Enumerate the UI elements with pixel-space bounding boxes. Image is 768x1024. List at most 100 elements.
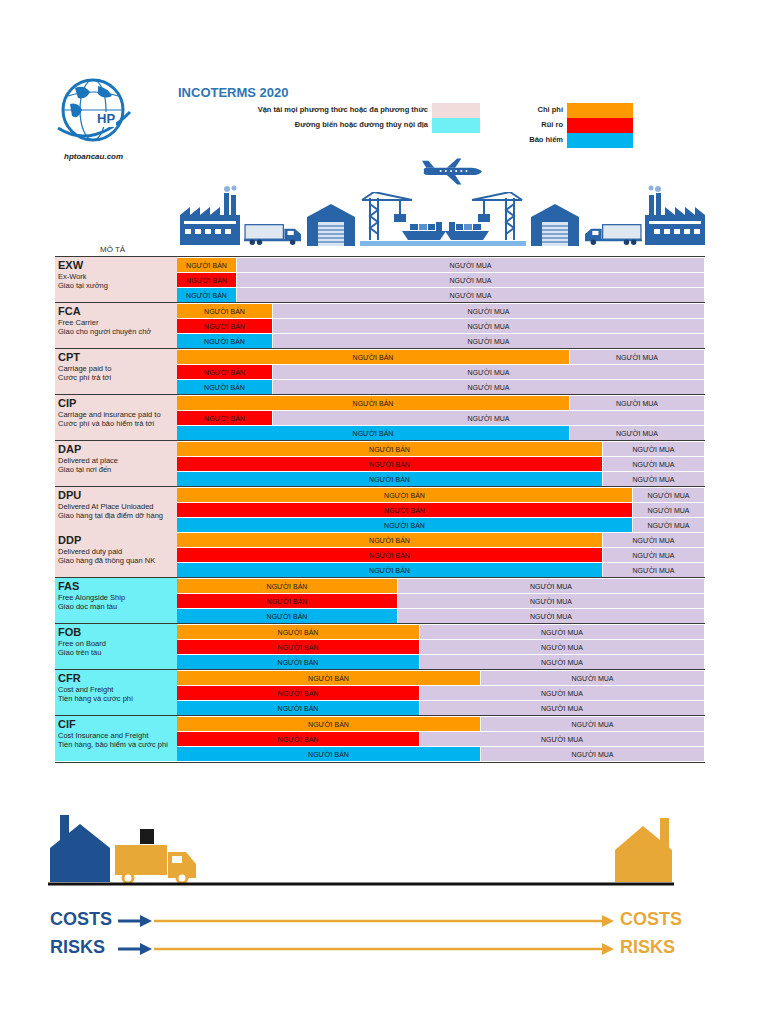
seller-risk-bar: NGƯỜI BÁN [177,640,420,654]
seller-risk-bar: NGƯỜI BÁN [177,411,273,425]
party-label: NGƯỜI MUA [468,414,510,423]
party-label: NGƯỜI MUA [450,291,492,300]
seller-insurance-bar: NGƯỜI BÁN [177,426,570,440]
seller-risk-bar: NGƯỜI BÁN [177,319,273,333]
party-label: NGƯỜI MUA [468,368,510,377]
term-code: CIP [58,397,174,410]
chart-title: INCOTERMS 2020 [178,85,289,100]
party-label: NGƯỜI BÁN [186,261,227,270]
party-label: NGƯỜI BÁN [384,506,425,515]
term-name-vi: Cước phí trả tới [58,373,174,382]
party-label: NGƯỜI MUA [450,276,492,285]
buyer-insurance-bar: NGƯỜI MUA [633,518,705,532]
seller-insurance-bar: NGƯỜI BÁN [177,563,603,577]
legend-text: Đường biển hoặc đường thủy nội địa [200,120,428,130]
term-code: DDP [58,534,174,547]
term-name-en: Delivered duty paid [58,547,174,556]
party-label: NGƯỜI MUA [616,399,658,408]
costs-end: COSTS [620,909,682,930]
seller-risk-bar: NGƯỜI BÁN [177,594,398,608]
term-name-vi: Giao tại xưởng [58,281,174,290]
legend-swatch [432,118,480,133]
term-cell: DAPDelivered at placeGiao tại nơi đến [55,441,177,486]
seller-insurance-bar: NGƯỜI BÁN [177,701,420,715]
seller-insurance-bar: NGƯỜI BÁN [177,747,481,761]
term-cell: DPUDelivered At Place UnloadedGiao hàng … [55,487,177,532]
term-code: FOB [58,626,174,639]
risks-start: RISKS [50,937,105,958]
party-label: NGƯỜI BÁN [353,399,394,408]
term-name-en: Delivered at place [58,456,174,465]
risks-arrow [118,943,614,955]
seller-cost-bar: NGƯỜI BÁN [177,396,570,410]
term-cell: CPTCarriage paid toCước phí trả tới [55,349,177,394]
risks-end: RISKS [620,937,675,958]
party-label: NGƯỜI BÁN [369,536,410,545]
party-label: NGƯỜI BÁN [369,566,410,575]
term-name-en: Cost Insurance and Freight [58,731,174,740]
legend-text: Chi phí [500,105,563,115]
term-name-en: Cost and Freight [58,685,174,694]
buyer-insurance-bar: NGƯỜI MUA [273,380,705,394]
seller-cost-bar: NGƯỜI BÁN [177,488,633,502]
party-label: NGƯỜI BÁN [308,750,349,759]
term-name-en: Delivered At Place Unloaded [58,502,174,511]
trade-route-illustration [180,159,705,246]
party-label: NGƯỜI MUA [541,643,583,652]
party-label: NGƯỜI MUA [541,735,583,744]
term-name-vi: Giao cho người chuyên chở [58,327,174,336]
party-label: NGƯỜI MUA [541,658,583,667]
legend-swatch [567,133,633,148]
party-label: NGƯỜI BÁN [278,658,319,667]
term-cell: EXWEx-WorkGiao tại xưởng [55,257,177,302]
term-cell: CIPCarriage and insurance paid toCước ph… [55,395,177,440]
party-label: NGƯỜI MUA [541,704,583,713]
seller-cost-bar: NGƯỜI BÁN [177,258,237,272]
party-label: NGƯỜI MUA [648,491,690,500]
term-cell: CFRCost and FreightTiền hàng và cước phí [55,670,177,715]
party-label: NGƯỜI BÁN [204,368,245,377]
party-label: NGƯỜI MUA [468,322,510,331]
buyer-cost-bar: NGƯỜI MUA [570,396,705,410]
seller-cost-bar: NGƯỜI BÁN [177,304,273,318]
buyer-cost-bar: NGƯỜI MUA [603,533,705,547]
seller-risk-bar: NGƯỜI BÁN [177,273,237,287]
seller-risk-bar: NGƯỜI BÁN [177,548,603,562]
party-label: NGƯỜI MUA [530,582,572,591]
party-label: NGƯỜI BÁN [204,322,245,331]
party-label: NGƯỜI BÁN [308,674,349,683]
buyer-insurance-bar: NGƯỜI MUA [420,701,705,715]
term-code: CIF [58,718,174,731]
seller-insurance-bar: NGƯỜI BÁN [177,655,420,669]
party-label: NGƯỜI MUA [616,353,658,362]
term-name-en: Free Alongside Ship [58,593,174,602]
buyer-risk-bar: NGƯỜI MUA [420,686,705,700]
buyer-risk-bar: NGƯỜI MUA [273,411,705,425]
party-label: NGƯỜI BÁN [204,383,245,392]
term-name-en: Carriage and insurance paid to [58,410,174,419]
legend-swatch [567,118,633,133]
buyer-risk-bar: NGƯỜI MUA [273,319,705,333]
term-name-en: Ex-Work [58,272,174,281]
seller-insurance-bar: NGƯỜI BÁN [177,334,273,348]
costs-start: COSTS [50,909,112,930]
party-label: NGƯỜI MUA [633,566,675,575]
term-code: DAP [58,443,174,456]
logo-globe [58,80,130,140]
buyer-risk-bar: NGƯỜI MUA [603,548,705,562]
term-name-en: Carriage paid to [58,364,174,373]
term-name-vi: Giao trên tàu [58,648,174,657]
logo-mark: HP [96,112,116,127]
legend-text: Rủi ro [500,120,563,130]
party-label: NGƯỜI BÁN [384,521,425,530]
seller-insurance-bar: NGƯỜI BÁN [177,472,603,486]
party-label: NGƯỜI BÁN [278,643,319,652]
buyer-insurance-bar: NGƯỜI MUA [420,655,705,669]
term-code: DPU [58,489,174,502]
seller-insurance-bar: NGƯỜI BÁN [177,609,398,623]
seller-insurance-bar: NGƯỜI BÁN [177,288,237,302]
legend-text: Bảo hiểm [500,135,563,145]
party-label: NGƯỜI MUA [530,597,572,606]
buyer-insurance-bar: NGƯỜI MUA [237,288,705,302]
